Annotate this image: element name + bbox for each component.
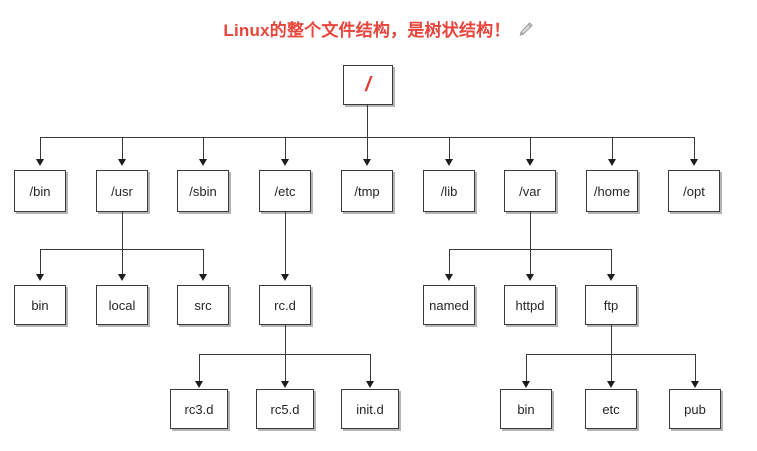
node-bin[interactable]: /bin xyxy=(14,170,66,212)
node-rc5d[interactable]: rc5.d xyxy=(256,389,314,429)
arrowhead-ftp-pub xyxy=(691,381,699,388)
connector-drop-lib xyxy=(449,137,450,161)
page-title-text: Linux的整个文件结构，是树状结构！ xyxy=(223,20,511,40)
arrowhead-named xyxy=(445,274,453,281)
node-label: init.d xyxy=(356,401,384,417)
node-usr-bin[interactable]: bin xyxy=(14,285,66,325)
arrowhead-var xyxy=(526,159,534,166)
connector-drop-ftp-etc xyxy=(611,354,612,383)
node-ftp-bin[interactable]: bin xyxy=(500,389,552,429)
node-sbin[interactable]: /sbin xyxy=(177,170,229,212)
arrowhead-rcd xyxy=(281,274,289,281)
node-lib[interactable]: /lib xyxy=(423,170,475,212)
connector-drop-ftp xyxy=(611,249,612,276)
connector-drop-ftp-bin xyxy=(526,354,527,383)
arrowhead-sbin xyxy=(199,159,207,166)
node-var-ftp[interactable]: ftp xyxy=(585,285,637,325)
node-label: /bin xyxy=(29,183,51,199)
node-label: pub xyxy=(684,401,706,417)
node-var-named[interactable]: named xyxy=(423,285,475,325)
node-ftp-pub[interactable]: pub xyxy=(669,389,721,429)
node-label: named xyxy=(429,297,469,313)
connector-root-trunk xyxy=(367,105,368,137)
connector-drop-usr-local xyxy=(122,249,123,276)
node-label: src xyxy=(194,297,212,313)
arrowhead-initd xyxy=(366,381,374,388)
node-root[interactable]: / xyxy=(343,65,393,105)
arrowhead-home xyxy=(608,159,616,166)
node-label: bin xyxy=(517,401,535,417)
connector-drop-ftp-pub xyxy=(695,354,696,383)
arrowhead-ftp xyxy=(607,274,615,281)
node-label: rc5.d xyxy=(270,401,300,417)
connector-rcd-trunk xyxy=(285,325,286,354)
arrowhead-usr-local xyxy=(118,274,126,281)
node-usr-local[interactable]: local xyxy=(96,285,148,325)
node-label: /etc xyxy=(274,183,296,199)
node-rc3d[interactable]: rc3.d xyxy=(170,389,228,429)
connector-drop-usr-src xyxy=(203,249,204,276)
connector-drop-etc xyxy=(285,137,286,161)
node-var-httpd[interactable]: httpd xyxy=(504,285,556,325)
node-label: rc3.d xyxy=(184,401,214,417)
node-label: rc.d xyxy=(274,297,296,313)
connector-var-trunk xyxy=(530,212,531,249)
node-label: /opt xyxy=(683,183,705,199)
arrowhead-ftp-etc xyxy=(607,381,615,388)
node-label: bin xyxy=(31,297,49,313)
arrowhead-usr-bin xyxy=(36,274,44,281)
node-home[interactable]: /home xyxy=(586,170,638,212)
node-label: local xyxy=(108,297,136,313)
connector-drop-httpd xyxy=(530,249,531,276)
arrowhead-usr xyxy=(118,159,126,166)
node-label: / xyxy=(365,74,371,96)
connector-drop-usr-bin xyxy=(40,249,41,276)
arrowhead-httpd xyxy=(526,274,534,281)
connector-drop-rc3d xyxy=(199,354,200,383)
node-label: /home xyxy=(593,183,631,199)
node-tmp[interactable]: /tmp xyxy=(341,170,393,212)
connector-drop-opt xyxy=(694,137,695,161)
node-usr[interactable]: /usr xyxy=(96,170,148,212)
arrowhead-tmp xyxy=(363,159,371,166)
arrowhead-usr-src xyxy=(199,274,207,281)
node-usr-src[interactable]: src xyxy=(177,285,229,325)
pencil-icon[interactable] xyxy=(518,21,534,37)
node-etc[interactable]: /etc xyxy=(259,170,311,212)
arrowhead-lib xyxy=(445,159,453,166)
node-label: /var xyxy=(519,183,541,199)
connector-drop-named xyxy=(449,249,450,276)
node-initd[interactable]: init.d xyxy=(341,389,399,429)
node-var[interactable]: /var xyxy=(504,170,556,212)
node-label: /usr xyxy=(111,183,133,199)
connector-drop-home xyxy=(612,137,613,161)
page-title: Linux的整个文件结构，是树状结构！ xyxy=(0,13,757,43)
connector-etc-to-rcd xyxy=(285,212,286,276)
arrowhead-opt xyxy=(690,159,698,166)
node-ftp-etc[interactable]: etc xyxy=(585,389,637,429)
connector-drop-bin xyxy=(40,137,41,161)
node-label: httpd xyxy=(515,297,545,313)
node-label: /tmp xyxy=(354,183,380,199)
connector-drop-rc5d xyxy=(285,354,286,383)
connector-drop-tmp xyxy=(367,137,368,161)
arrowhead-etc xyxy=(281,159,289,166)
connector-drop-sbin xyxy=(203,137,204,161)
arrowhead-rc5d xyxy=(281,381,289,388)
node-label: ftp xyxy=(603,297,619,313)
connector-drop-initd xyxy=(370,354,371,383)
arrowhead-bin xyxy=(36,159,44,166)
node-label: etc xyxy=(602,401,620,417)
node-opt[interactable]: /opt xyxy=(668,170,720,212)
connector-ftp-trunk xyxy=(611,325,612,354)
node-label: /sbin xyxy=(189,183,217,199)
connector-drop-usr xyxy=(122,137,123,161)
arrowhead-ftp-bin xyxy=(522,381,530,388)
arrowhead-rc3d xyxy=(195,381,203,388)
connector-drop-var xyxy=(530,137,531,161)
node-label: /lib xyxy=(440,183,458,199)
node-etc-rcd[interactable]: rc.d xyxy=(259,285,311,325)
connector-usr-trunk xyxy=(122,212,123,249)
